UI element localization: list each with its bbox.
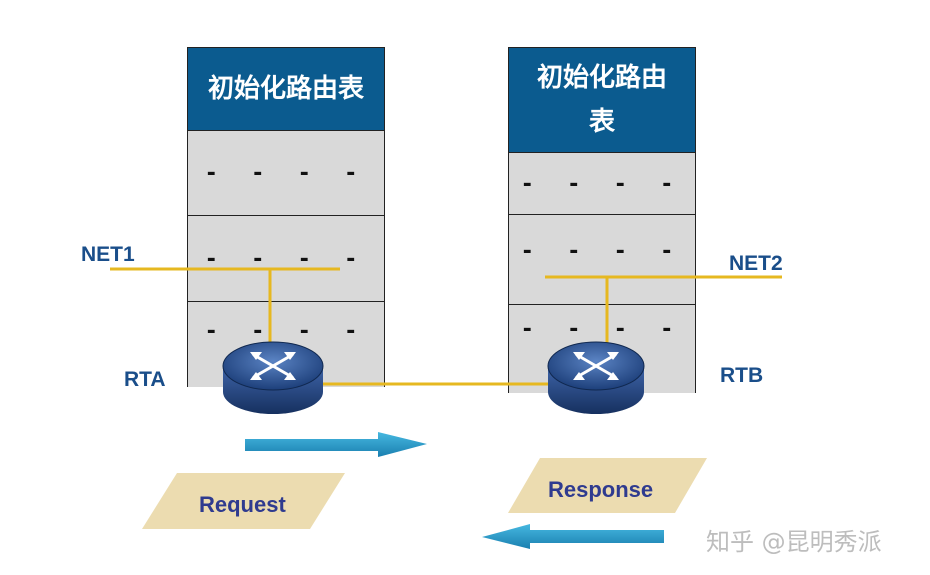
rtb-label: RTB — [720, 364, 764, 387]
rta-table-row: - - - - — [188, 130, 384, 216]
router-rta-icon — [222, 341, 324, 414]
rtb-row-value: - - - - — [520, 171, 684, 197]
rtb-table-row: - - - - — [509, 152, 695, 215]
rta-table-title: 初始化路由表 — [207, 74, 364, 104]
router-rtb-icon — [547, 341, 645, 414]
response-box — [508, 458, 707, 513]
rta-table-row: - - - - — [188, 215, 384, 302]
watermark: 知乎 @昆明秀派 — [706, 528, 882, 556]
rtb-table-header: 初始化路由 表 — [509, 48, 695, 152]
response-label: Response — [548, 477, 654, 502]
rtb-table-row: - - - - — [509, 214, 695, 305]
rta-row-value: - - - - — [204, 319, 368, 344]
rtb-table-title-line2: 表 — [588, 107, 615, 137]
rta-label: RTA — [124, 368, 166, 391]
rtb-row-value: - - - - — [520, 238, 684, 264]
net1-label: NET1 — [81, 243, 135, 266]
rta-row-value: - - - - — [204, 246, 368, 272]
rta-row-value: - - - - — [204, 161, 368, 186]
request-arrow-icon — [245, 432, 427, 457]
request-label: Request — [199, 492, 286, 517]
rtb-table-title-line1: 初始化路由 — [536, 63, 667, 93]
response-arrow-icon — [482, 524, 664, 549]
request-box — [142, 473, 345, 529]
rta-table-header: 初始化路由表 — [188, 48, 384, 130]
rtb-routing-table: 初始化路由 表 - - - - - - - - - - - - — [508, 47, 696, 393]
rtb-row-value: - - - - — [520, 316, 684, 342]
net2-label: NET2 — [729, 252, 783, 275]
